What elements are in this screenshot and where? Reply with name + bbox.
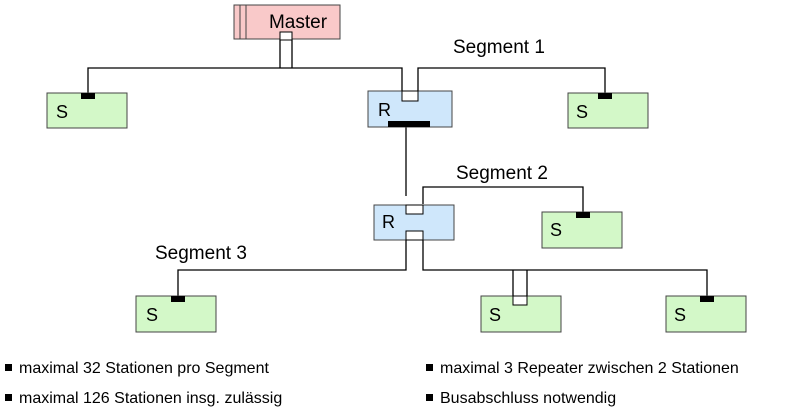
repeater-label: R: [382, 212, 395, 232]
slave-connector: [81, 93, 95, 99]
master-label: Master: [269, 12, 328, 33]
slave-station: S: [480, 295, 562, 333]
segment-1-bus: [87, 67, 403, 101]
slave-connector: [171, 296, 185, 302]
slave-label: S: [489, 305, 501, 325]
segment-3-label: Segment 3: [155, 243, 247, 264]
slave-label: S: [56, 102, 68, 122]
bullet-item: maximal 126 Stationen insg. zulässig: [5, 384, 282, 414]
repeater-1: R: [367, 90, 453, 128]
repeater-label: R: [378, 100, 391, 120]
bullet-item: maximal 32 Stationen pro Segment: [5, 354, 282, 384]
bullet-item: Busabschluss notwendig: [426, 384, 739, 414]
bullet-item: maximal 3 Repeater zwischen 2 Stationen: [426, 354, 739, 384]
segment-3-bus-right: [422, 238, 708, 297]
bullet-square-icon: [426, 394, 433, 402]
slave-label: S: [146, 305, 158, 325]
slave-connector: [700, 296, 714, 302]
repeater-port: [401, 90, 419, 102]
repeater-port: [405, 230, 424, 241]
slave-station: S: [665, 295, 747, 333]
bus-lines: [87, 32, 708, 297]
bullet-list-right: maximal 3 Repeater zwischen 2 Stationen …: [426, 354, 739, 414]
master-port: [279, 31, 293, 41]
segment-2-label: Segment 2: [456, 163, 548, 184]
repeater-2: R: [373, 204, 455, 241]
bullet-list-left: maximal 32 Stationen pro Segment maximal…: [5, 354, 282, 414]
slave-connector: [576, 212, 590, 218]
slave-station: S: [541, 211, 623, 249]
bullet-square-icon: [426, 364, 433, 372]
slave-station: S: [135, 295, 217, 333]
slave-station: S: [567, 92, 649, 129]
bullet-square-icon: [5, 364, 12, 372]
slave-connector: [598, 93, 612, 99]
bus-termination-bar: [388, 121, 430, 127]
slave-label: S: [674, 305, 686, 325]
master-station: Master: [233, 4, 341, 41]
segment-1-label: Segment 1: [453, 37, 545, 58]
segment-1-bus-right: [417, 67, 606, 101]
segment-2-bus: [422, 186, 584, 214]
slave-label: S: [576, 102, 588, 122]
repeater-port: [405, 204, 424, 215]
slave-port: [512, 295, 528, 306]
segment-3-bus-left: [177, 238, 407, 297]
bullet-square-icon: [5, 394, 12, 402]
slave-label: S: [550, 220, 562, 240]
slave-station: S: [46, 92, 128, 129]
